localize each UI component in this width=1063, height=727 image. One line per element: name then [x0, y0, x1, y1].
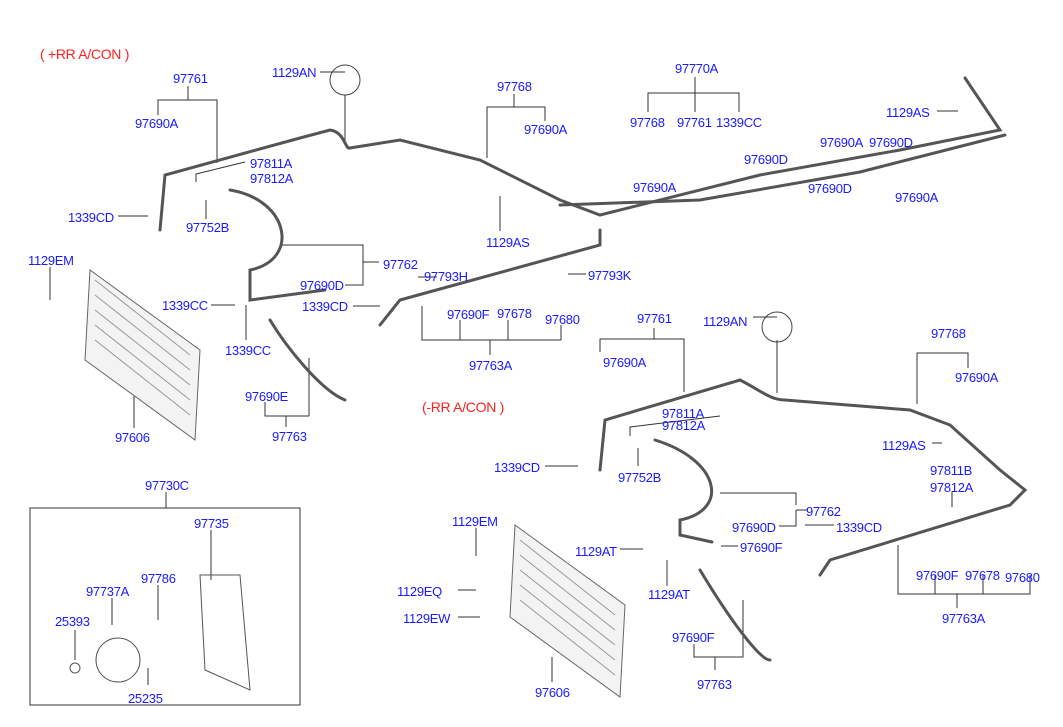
part-label[interactable]: 97690A	[135, 116, 179, 131]
part-label[interactable]: 97690F	[447, 307, 490, 322]
part-label[interactable]: 1129AS	[486, 235, 530, 250]
part-label[interactable]: 97761	[637, 311, 672, 326]
part-label[interactable]: 97690D	[744, 152, 788, 167]
part-label[interactable]: 1129AN	[272, 65, 317, 80]
condenser-lower	[509, 524, 626, 698]
part-label[interactable]: 1129EW	[403, 611, 451, 626]
part-label[interactable]: 97690D	[869, 135, 913, 150]
part-label[interactable]: 1339CC	[162, 298, 208, 313]
part-label[interactable]: 97812A	[250, 171, 294, 186]
part-label[interactable]: 97763A	[942, 611, 986, 626]
part-label[interactable]: 97770A	[675, 61, 719, 76]
part-label[interactable]: 97763	[272, 429, 307, 444]
part-label[interactable]: 97762	[383, 257, 418, 272]
condenser-upper	[84, 269, 201, 441]
part-label[interactable]: 97690A	[895, 190, 939, 205]
part-label[interactable]: 97690D	[300, 278, 344, 293]
part-label[interactable]: 97730C	[145, 478, 189, 493]
variant-label-with-rear-ac: ( +RR A/CON )	[40, 46, 130, 62]
part-label[interactable]: 97761	[677, 115, 712, 130]
part-label[interactable]: 97678	[497, 306, 532, 321]
part-label[interactable]: 97786	[141, 571, 176, 586]
part-label[interactable]: 97690A	[524, 122, 568, 137]
part-label[interactable]: 97763A	[469, 358, 513, 373]
part-label[interactable]: 1339CC	[225, 343, 271, 358]
part-label[interactable]: 97735	[194, 516, 229, 531]
part-label[interactable]: 1129EM	[452, 514, 498, 529]
part-label[interactable]: 25393	[55, 614, 90, 629]
part-label[interactable]: 97690A	[820, 135, 864, 150]
fan-blade	[95, 637, 141, 683]
part-label[interactable]: 97678	[965, 568, 1000, 583]
part-label[interactable]: 97812A	[930, 480, 974, 495]
part-label[interactable]: 97761	[173, 71, 208, 86]
part-label[interactable]: 1339CD	[68, 210, 114, 225]
part-label[interactable]: 97762	[806, 504, 841, 519]
clip-detail-circle	[329, 64, 361, 96]
part-label[interactable]: 1339CD	[494, 460, 540, 475]
part-label[interactable]: 97690E	[245, 389, 289, 404]
fan-shroud	[199, 574, 251, 691]
leader-lines	[49, 71, 1031, 685]
part-label[interactable]: 1339CD	[836, 520, 882, 535]
part-label[interactable]: 1129AT	[575, 544, 617, 559]
washer	[69, 662, 81, 674]
part-label[interactable]: 97680	[545, 312, 580, 327]
part-label[interactable]: 1129AN	[703, 314, 748, 329]
part-label[interactable]: 97768	[630, 115, 665, 130]
part-label[interactable]: 97768	[497, 79, 532, 94]
part-label[interactable]: 97680	[1005, 570, 1040, 585]
part-label[interactable]: 97690F	[672, 630, 715, 645]
part-label[interactable]: 97690A	[603, 355, 647, 370]
part-label[interactable]: 97690A	[955, 370, 999, 385]
part-label[interactable]: 1339CC	[716, 115, 762, 130]
part-label[interactable]: 97811A	[250, 156, 293, 171]
part-label[interactable]: 1129EM	[28, 253, 74, 268]
part-label[interactable]: 1129AT	[648, 587, 690, 602]
part-label[interactable]: 97768	[931, 326, 966, 341]
part-label[interactable]: 97812A	[662, 418, 706, 433]
part-label[interactable]: 97690F	[740, 540, 783, 555]
part-label[interactable]: 97752B	[186, 220, 230, 235]
part-label[interactable]: 97690D	[808, 181, 852, 196]
part-label[interactable]: 97690D	[732, 520, 776, 535]
clip-detail-circle	[761, 311, 793, 343]
variant-label-without-rear-ac: (-RR A/CON )	[422, 399, 504, 415]
part-label[interactable]: 97763	[697, 677, 732, 692]
part-label[interactable]: 97811A	[662, 406, 705, 421]
part-label[interactable]: 97737A	[86, 584, 130, 599]
part-label[interactable]: 97690A	[633, 180, 677, 195]
part-label[interactable]: 97752B	[618, 470, 662, 485]
part-label[interactable]: 97811B	[930, 463, 973, 478]
part-label[interactable]: 97690F	[916, 568, 959, 583]
part-label[interactable]: 97606	[115, 430, 150, 445]
part-label[interactable]: 97606	[535, 685, 570, 700]
hoses-upper	[158, 76, 1028, 662]
fan-assembly-box	[29, 507, 301, 706]
part-label[interactable]: 1339CD	[302, 299, 348, 314]
part-label[interactable]: 1129EQ	[397, 584, 442, 599]
part-label[interactable]: 1129AS	[882, 438, 926, 453]
part-label[interactable]: 25235	[128, 691, 163, 706]
part-label[interactable]: 97793K	[588, 268, 632, 283]
part-label[interactable]: 1129AS	[886, 105, 930, 120]
part-label[interactable]: 97793H	[424, 269, 468, 284]
